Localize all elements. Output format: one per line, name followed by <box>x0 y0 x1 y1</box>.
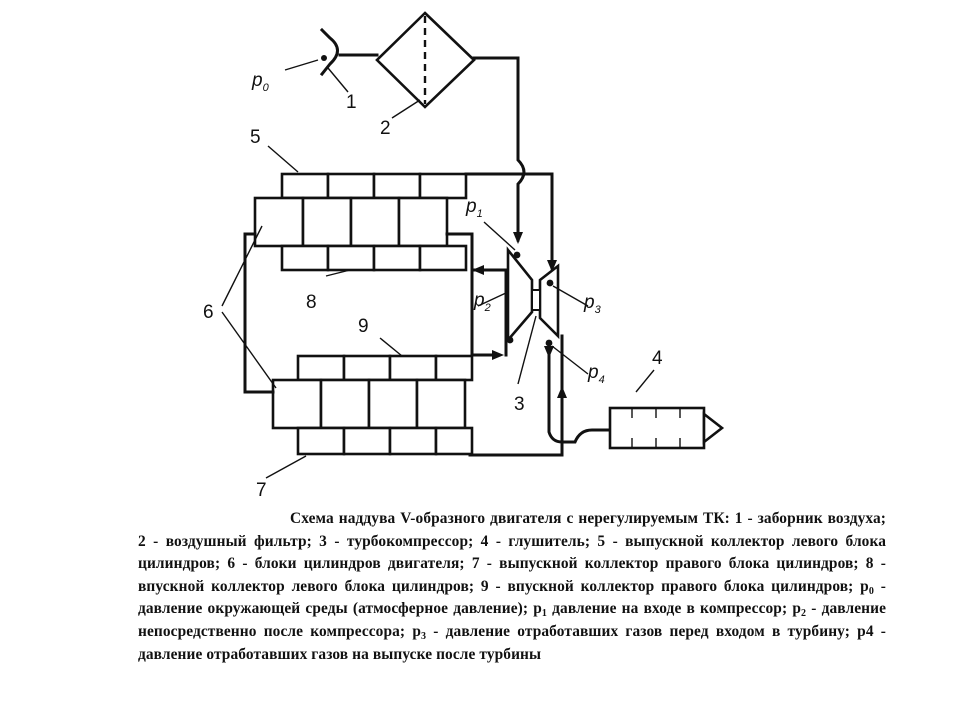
supercharging-scheme-diagram: 1 2 3 4 5 6 7 8 9 p0 p1 p2 p3 p4 <box>203 11 725 501</box>
caption-text-4: - давление непосредственно после компрес… <box>138 600 887 640</box>
caption-text-5: - давление отработавших газов перед вход… <box>138 622 887 663</box>
leader-lines <box>221 59 655 479</box>
caption-text-2: - давление окружающей среды (атмосферное… <box>138 577 886 618</box>
exhaust-pipe-left <box>464 172 554 270</box>
label-p4: p4 <box>587 362 605 386</box>
turbocharger <box>506 246 560 347</box>
label-p1: p1 <box>465 196 483 220</box>
caption-sub-0: 0 <box>868 585 874 597</box>
engine-frame <box>243 232 275 394</box>
callout-1: 1 <box>346 92 357 113</box>
turbine-wheel <box>538 263 560 340</box>
callout-2: 2 <box>380 118 391 139</box>
filter-outlet-pipe <box>472 56 526 242</box>
turbine-outlet-pipe <box>547 341 612 444</box>
intake-manifold-right <box>296 354 474 382</box>
caption-sub-2: 2 <box>800 608 807 620</box>
air-intake <box>319 27 339 77</box>
figure-caption: Схема наддува V-образного двигателя с не… <box>138 508 886 666</box>
caption-sub-1: 1 <box>541 608 547 620</box>
caption-text-3: давление на входе в компрессор; p <box>547 600 801 618</box>
muffler <box>608 406 725 450</box>
label-p3: p3 <box>583 292 602 316</box>
exhaust-manifold-right <box>296 426 474 456</box>
callout-7: 7 <box>256 480 267 501</box>
exhaust-manifold-left <box>280 172 468 200</box>
callout-9: 9 <box>358 316 369 337</box>
callout-5: 5 <box>250 127 261 148</box>
callout-8: 8 <box>306 292 317 313</box>
caption-text-1: Схема наддува V-образного двигателя с не… <box>138 510 886 595</box>
callout-4: 4 <box>652 348 663 369</box>
cylinder-block-right <box>271 378 467 430</box>
label-p2: p2 <box>473 290 491 314</box>
intake-manifold-left-end <box>445 232 474 272</box>
label-p0: p0 <box>251 70 270 94</box>
caption-sub-3: 3 <box>421 630 427 642</box>
exhaust-pipe-right <box>468 334 564 457</box>
cylinder-block-left <box>253 196 449 248</box>
air-filter <box>375 11 476 109</box>
compressor-wheel <box>506 246 534 344</box>
callout-6: 6 <box>203 302 214 323</box>
callout-3: 3 <box>514 394 525 415</box>
intake-manifold-left <box>280 244 468 272</box>
